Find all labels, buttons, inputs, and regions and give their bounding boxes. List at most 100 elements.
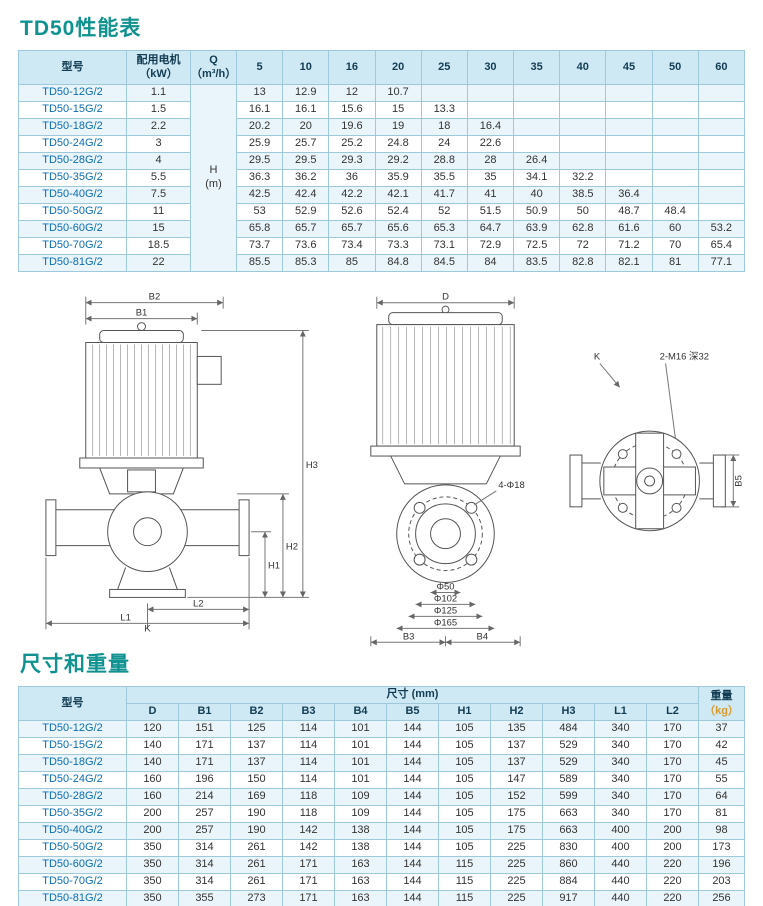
perf-head-value-cell: [697, 135, 746, 153]
dim-value-cell: 171: [178, 737, 231, 755]
dim-value-cell: 529: [542, 754, 595, 772]
perf-head-value-cell: 19.6: [328, 118, 376, 136]
perf-head-value-cell: 10.7: [374, 84, 422, 102]
perf-head-value-cell: 82.1: [605, 254, 653, 272]
dim-value-cell: 440: [594, 873, 647, 891]
perf-head-value-cell: [559, 118, 607, 136]
perf-head-value-cell: 50.9: [513, 203, 561, 221]
perf-head-value-cell: 36.2: [282, 169, 330, 187]
dim-value-cell: 350: [126, 839, 179, 857]
dim-weight-cell: 64: [698, 788, 745, 806]
perf-head-value-cell: [559, 135, 607, 153]
dim-header-size: 尺寸 (mm): [126, 686, 699, 704]
perf-head-value-cell: [466, 101, 515, 119]
dim-value-cell: 105: [438, 805, 491, 823]
perf-head-value-cell: [513, 101, 561, 119]
dim-value-cell: 144: [386, 822, 439, 840]
perf-head-value-cell: 32.2: [559, 169, 607, 187]
perf-head-value-cell: 48.7: [605, 203, 653, 221]
dim-header-weight-unit: （kg）: [704, 704, 739, 717]
dim-value-cell: 118: [282, 788, 335, 806]
perf-head-value-cell: 42.1: [374, 186, 422, 204]
perf-head-value-cell: 25.9: [235, 135, 284, 153]
perf-head-value-cell: 40: [513, 186, 561, 204]
perf-head-value-cell: [513, 118, 561, 136]
perf-model-cell: TD50-70G/2: [18, 237, 127, 255]
perf-head-value-cell: 20: [282, 118, 330, 136]
perf-head-value-cell: 22.6: [466, 135, 515, 153]
dim-value-cell: 101: [334, 720, 387, 738]
dim-value-cell: 170: [646, 788, 699, 806]
dim-value-cell: 151: [178, 720, 231, 738]
dim-header-col: H3: [542, 703, 595, 721]
dim-model-cell: TD50-35G/2: [18, 805, 127, 823]
perf-head-value-cell: 85.3: [282, 254, 330, 272]
view-label-k: K: [144, 623, 151, 633]
perf-head-value-cell: 25.7: [282, 135, 330, 153]
perf-head-value-cell: 29.5: [282, 152, 330, 170]
perf-head-value-cell: 85.5: [235, 254, 284, 272]
perf-header-flow-value: 35: [513, 50, 561, 85]
dim-weight-cell: 55: [698, 771, 745, 789]
dim-label-b1: B1: [136, 308, 148, 319]
perf-head-value-cell: 83.5: [513, 254, 561, 272]
dim-value-cell: 118: [282, 805, 335, 823]
dim-value-cell: 125: [230, 720, 283, 738]
dim-value-cell: 150: [230, 771, 283, 789]
dim-value-cell: 114: [282, 771, 335, 789]
dim-value-cell: 220: [646, 856, 699, 874]
perf-head-value-cell: 72.9: [466, 237, 515, 255]
perf-header-flow-value: 10: [282, 50, 330, 85]
dim-value-cell: 120: [126, 720, 179, 738]
perf-head-value-cell: 16.1: [235, 101, 284, 119]
dim-label-b2: B2: [149, 292, 161, 303]
dim-model-cell: TD50-12G/2: [18, 720, 127, 738]
dim-value-cell: 175: [490, 822, 543, 840]
perf-head-value-cell: [420, 84, 468, 102]
dim-header-weight: 重量 （kg）: [698, 686, 745, 721]
dim-value-cell: 884: [542, 873, 595, 891]
perf-model-cell: TD50-40G/2: [18, 186, 127, 204]
dim-label-h3: H3: [306, 460, 318, 471]
dim-value-cell: 147: [490, 771, 543, 789]
dim-header-col: L1: [594, 703, 647, 721]
dim-value-cell: 163: [334, 890, 387, 906]
dim-value-cell: 105: [438, 720, 491, 738]
perf-head-value-cell: [651, 152, 699, 170]
perf-head-value-cell: 65.7: [282, 220, 330, 238]
perf-head-value-cell: 70: [651, 237, 699, 255]
dim-value-cell: 190: [230, 805, 283, 823]
dim-value-cell: 599: [542, 788, 595, 806]
dimensions-title: 尺寸和重量: [20, 653, 130, 676]
dim-weight-cell: 256: [698, 890, 745, 906]
dim-model-cell: TD50-60G/2: [18, 856, 127, 874]
dim-header-weight-label: 重量: [710, 690, 733, 703]
dim-weight-cell: 203: [698, 873, 745, 891]
perf-head-value-cell: 65.6: [374, 220, 422, 238]
perf-head-value-cell: 15.6: [328, 101, 376, 119]
perf-head-value-cell: 50: [559, 203, 607, 221]
perf-head-value-cell: 12: [328, 84, 376, 102]
dim-value-cell: 137: [490, 737, 543, 755]
dim-weight-cell: 81: [698, 805, 745, 823]
perf-head-value-cell: 36: [328, 169, 376, 187]
dim-value-cell: 170: [646, 805, 699, 823]
dim-header-col: L2: [646, 703, 699, 721]
perf-motor-kw-cell: 2.2: [126, 118, 191, 136]
dim-value-cell: 225: [490, 856, 543, 874]
perf-head-value-cell: 42.2: [328, 186, 376, 204]
perf-head-value-cell: 29.3: [328, 152, 376, 170]
perf-head-value-cell: 41.7: [420, 186, 468, 204]
perf-head-value-cell: 53.2: [697, 220, 746, 238]
dim-header-col: H1: [438, 703, 491, 721]
perf-head-value-cell: 48.4: [651, 203, 699, 221]
dim-value-cell: 314: [178, 856, 231, 874]
dim-value-cell: 225: [490, 873, 543, 891]
